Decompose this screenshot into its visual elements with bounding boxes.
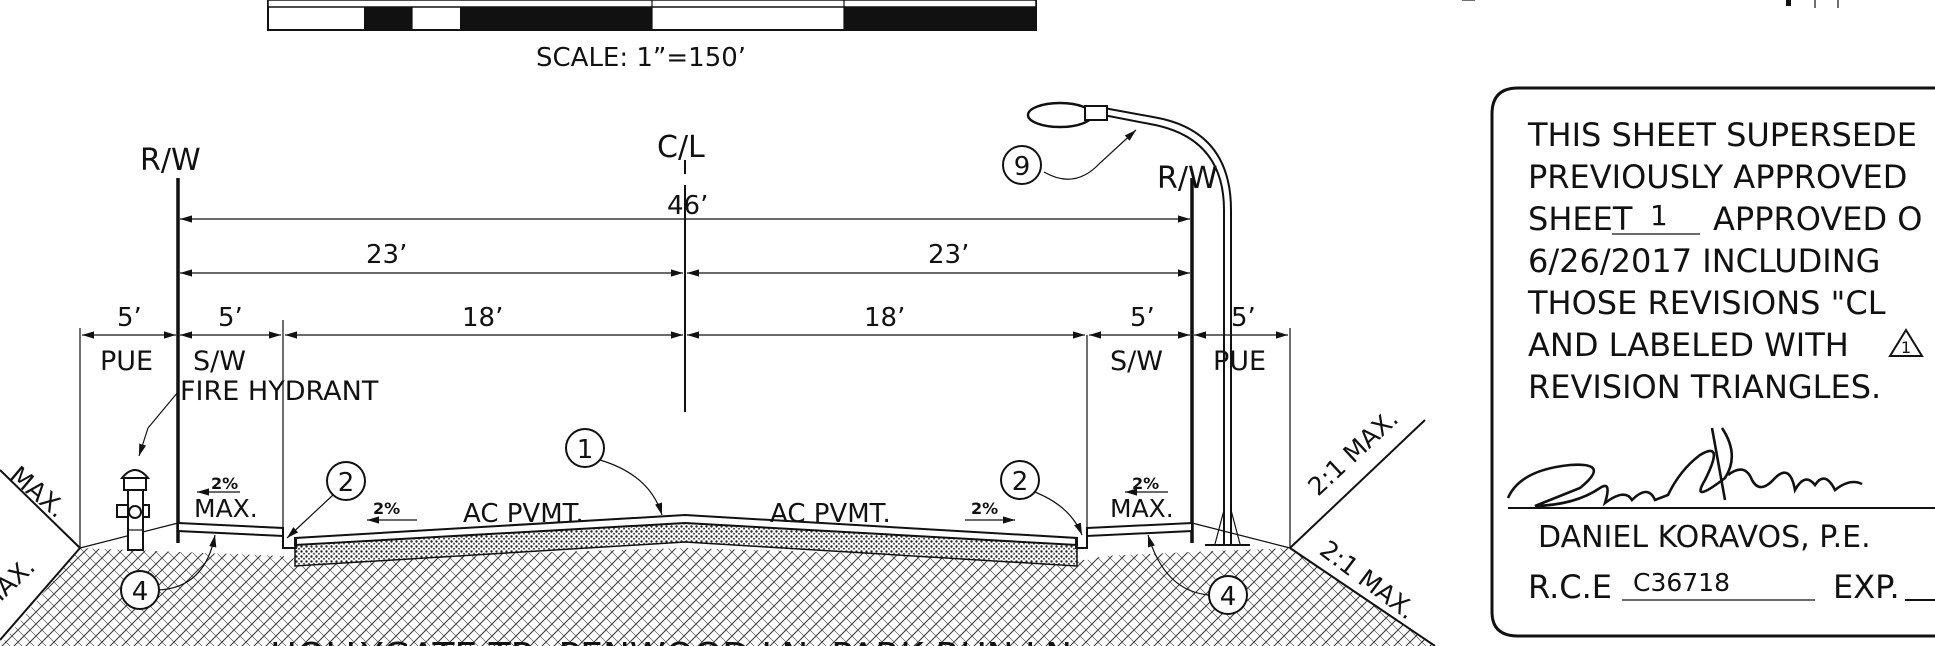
dimension-sw-right: 5’ [1130, 303, 1155, 333]
approval-line-4: 6/26/2017 INCLUDING [1528, 242, 1880, 280]
approval-line-3-suffix: APPROVED O [1713, 200, 1922, 238]
north-arrow-fragment [1462, 0, 1839, 8]
callout-4-left-leader [157, 534, 217, 591]
zone-pue-left: PUE [100, 346, 153, 377]
dimension-pue-right: 5’ [1231, 303, 1256, 333]
slope-sw-right-pct: 2% [1132, 474, 1159, 493]
callout-4-right-leader [1147, 534, 1211, 596]
pavement-section [282, 513, 1088, 567]
slope-arrows [197, 488, 1168, 524]
zone-sw-right: S/W [1110, 346, 1163, 377]
approval-line-7: REVISION TRIANGLES. [1528, 368, 1881, 406]
svg-text:1: 1 [1901, 338, 1911, 357]
slope-label-right-upper: 2:1 MAX. [1302, 404, 1404, 502]
callout-2-left-circle [326, 461, 366, 501]
slope-sw-left-pct: 2% [211, 474, 238, 493]
rce-number: C36718 [1633, 568, 1730, 597]
earth-hatching [0, 548, 1435, 646]
centerline-label: C/L [657, 130, 705, 165]
fire-hydrant-icon [116, 469, 151, 551]
exp-label: EXP. [1833, 568, 1900, 606]
rw-label-left: R/W [140, 143, 201, 178]
ac-pavement-label-left: AC PVMT. [463, 499, 584, 529]
callout-9-number: 9 [1014, 152, 1031, 182]
callout-1-leader [599, 459, 663, 516]
approval-line-5: THOSE REVISIONS "CL [1527, 284, 1886, 322]
callout-4-right-number: 4 [1220, 582, 1237, 612]
street-light-icon [1026, 101, 1250, 546]
callout-9-circle [1002, 145, 1042, 185]
approval-line-2: PREVIOUSLY APPROVED [1528, 158, 1907, 196]
engineer-signature [1506, 427, 1863, 508]
callout-4-left-number: 4 [132, 577, 149, 607]
revision-triangle-icon: 1 [1888, 328, 1924, 357]
fire-hydrant-label: FIRE HYDRANT [180, 376, 379, 407]
approval-line-6: AND LABELED WITH [1528, 326, 1849, 364]
dimension-total-width: 46’ [667, 191, 708, 221]
callout-9-leader [1043, 129, 1137, 180]
sidewalk-left [177, 521, 284, 538]
approval-line-1: THIS SHEET SUPERSEDE [1527, 116, 1917, 154]
callout-2-left-number: 2 [338, 468, 355, 498]
zone-sw-left: S/W [193, 346, 246, 377]
slope-label-left-upper: MAX. [4, 460, 71, 523]
dimension-half-left: 23’ [366, 240, 407, 270]
callout-2-right-circle [1000, 460, 1040, 500]
scale-label: SCALE: 1”=150’ [536, 43, 746, 73]
ac-pavement-label-right: AC PVMT. [770, 499, 891, 529]
slope-pave-right: 2% [971, 499, 998, 518]
callout-1-circle [565, 428, 605, 468]
street-names-title: HOLLYGATE TR, PENWOOD LN, PARK RUN LN [270, 636, 1072, 646]
approval-line-3-prefix: SHEET [1528, 200, 1633, 238]
side-slopes [0, 419, 1436, 646]
callout-2-left-leader [286, 494, 334, 539]
dimension-pue-left: 5’ [117, 303, 142, 333]
engineer-name: DANIEL KORAVOS, P.E. [1538, 520, 1871, 555]
zone-pue-right: PUE [1213, 346, 1266, 377]
scale-bar [267, 0, 1037, 31]
dimension-lane-left: 18’ [462, 303, 503, 333]
slope-sw-left-max: MAX. [194, 494, 258, 523]
slope-sw-right-max: MAX. [1110, 494, 1174, 523]
approval-line-3-sheet-number: 1 [1650, 199, 1668, 232]
slope-pave-left: 2% [373, 499, 400, 518]
sidewalk-right [1086, 521, 1193, 538]
callout-4-left-circle [120, 570, 160, 610]
callout-1-number: 1 [577, 435, 594, 465]
approval-box [1490, 86, 1935, 638]
dimension-half-right: 23’ [928, 240, 969, 270]
fire-hydrant-leader [138, 391, 179, 457]
callout-4-right-circle [1208, 575, 1248, 615]
rw-label-right: R/W [1157, 161, 1218, 196]
dimension-lane-right: 18’ [864, 303, 905, 333]
rce-label: R.C.E [1528, 568, 1612, 606]
dimension-sw-left: 5’ [218, 303, 243, 333]
callout-2-right-leader [1031, 490, 1083, 536]
callout-2-right-number: 2 [1012, 467, 1029, 497]
